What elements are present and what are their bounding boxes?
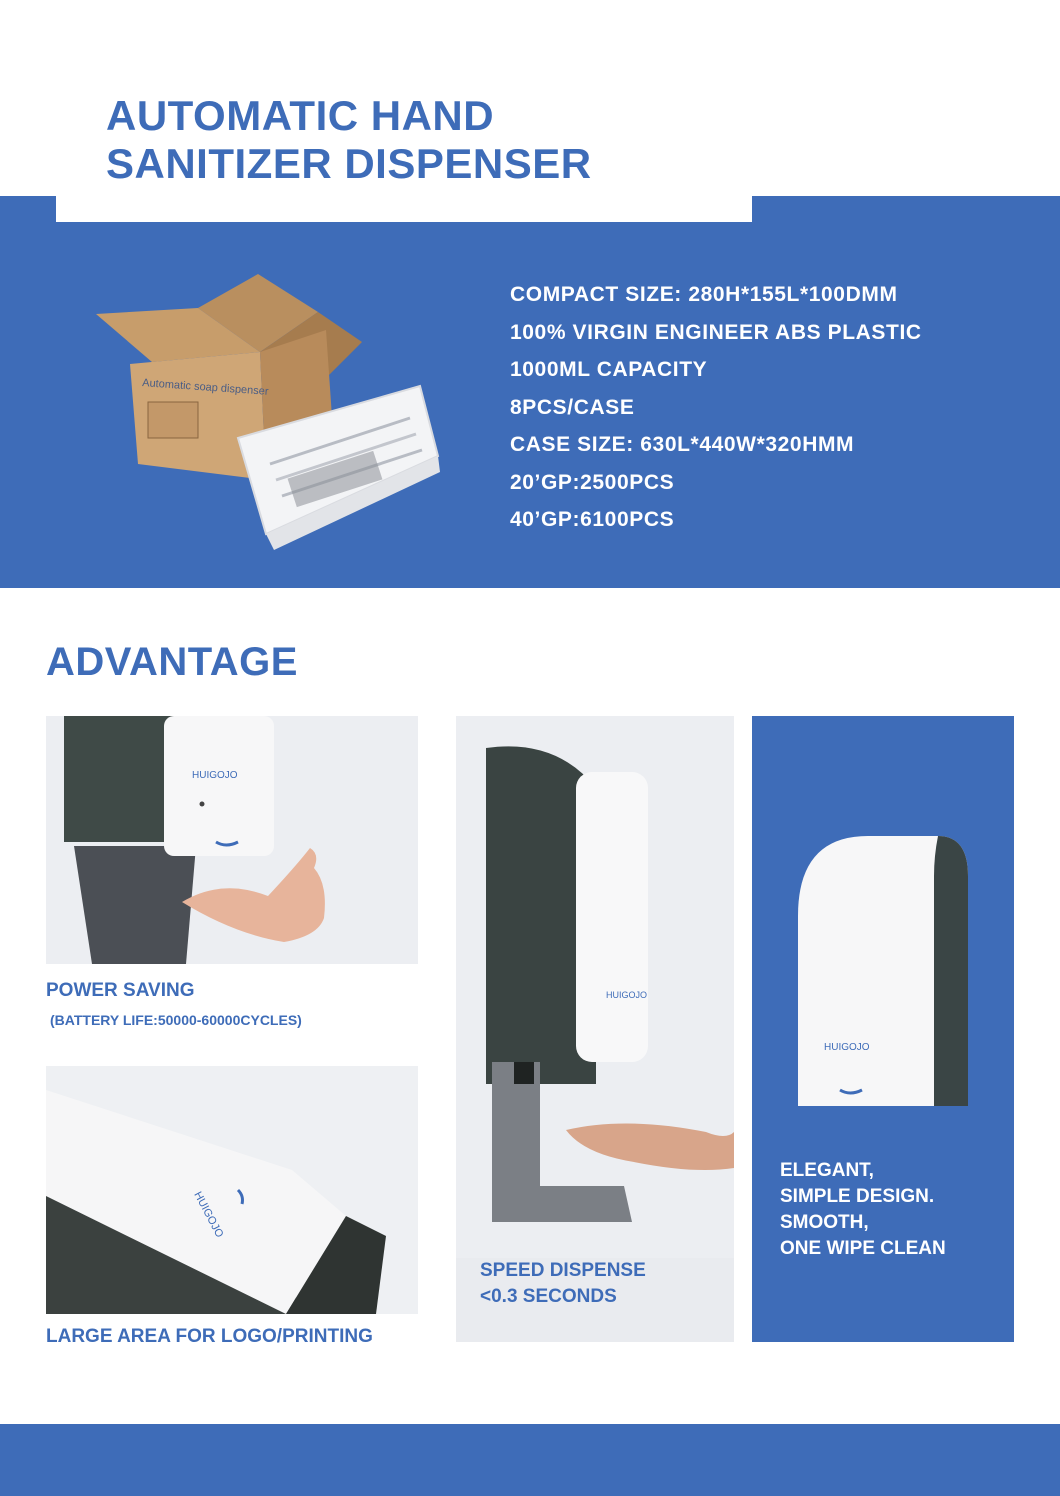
brand-logo: HUIGOJO — [192, 770, 238, 781]
footer-bar — [0, 1424, 1060, 1496]
brand-logo: HUIGOJO — [824, 1042, 870, 1053]
spec-item: 20’GP:2500PCS — [510, 470, 675, 494]
design-caption-line-3: SMOOTH, — [780, 1212, 869, 1233]
logo-area-photo: HUIGOJO — [46, 1066, 418, 1314]
spec-item: 1000ML CAPACITY — [510, 358, 708, 381]
packaging-image: Automatic soap dispenser — [90, 268, 470, 558]
power-saving-photo: HUIGOJO — [46, 716, 418, 964]
speed-caption-line-1: SPEED DISPENSE — [480, 1260, 646, 1281]
speed-dispense-photo: HUIGOJO SPEED DISPENSE <0.3 SECONDS — [456, 716, 734, 1342]
spec-item: 100% VIRGIN ENGINEER ABS PLASTIC — [510, 320, 922, 344]
speed-caption-line-2: <0.3 SECONDS — [480, 1286, 617, 1307]
design-caption-line-2: SIMPLE DESIGN. — [780, 1186, 935, 1207]
design-panel: HUIGOJO ELEGANT, SIMPLE DESIGN. SMOOTH, … — [752, 716, 1014, 1342]
title-line-1: AUTOMATIC HAND — [106, 92, 495, 139]
spec-item: COMPACT SIZE: 280H*155L*100DMM — [510, 283, 898, 306]
spec-item: 8PCS/CASE — [510, 395, 635, 419]
page-title: AUTOMATIC HAND SANITIZER DISPENSER — [106, 92, 746, 188]
band-notch — [56, 196, 752, 222]
advantage-heading: ADVANTAGE — [46, 640, 298, 684]
design-caption-line-1: ELEGANT, — [780, 1160, 874, 1181]
battery-life-caption: (BATTERY LIFE:50000-60000CYCLES) — [50, 1012, 302, 1028]
dispenser-image: HUIGOJO — [798, 836, 968, 1106]
spec-list: COMPACT SIZE: 280H*155L*100DMM 100% VIRG… — [510, 276, 922, 539]
brand-logo: HUIGOJO — [606, 990, 647, 1000]
title-line-2: SANITIZER DISPENSER — [106, 140, 592, 187]
spec-item: CASE SIZE: 630L*440W*320HMM — [510, 433, 855, 456]
design-caption-line-4: ONE WIPE CLEAN — [780, 1238, 946, 1259]
power-saving-caption: POWER SAVING — [46, 980, 195, 1001]
spec-item: 40’GP:6100PCS — [510, 508, 675, 531]
logo-area-caption: LARGE AREA FOR LOGO/PRINTING — [46, 1326, 373, 1347]
